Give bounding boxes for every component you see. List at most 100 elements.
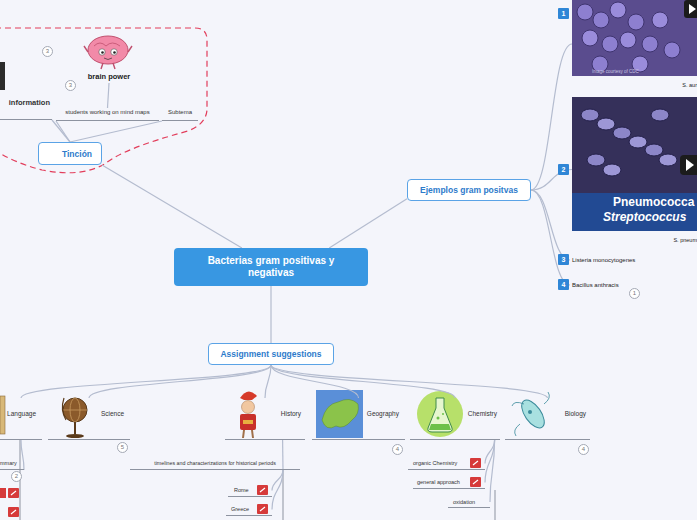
pneumococcus-image [572, 97, 697, 231]
bacteria-image [602, 36, 618, 52]
topic-text: Subtema [168, 109, 192, 115]
pneumococcus-image [572, 193, 697, 231]
pneumococcus-image [613, 127, 631, 139]
topic-text: Language [7, 410, 36, 417]
bacteria-image [652, 12, 668, 28]
bacterium-icon [517, 396, 548, 431]
pneumococcus-image [651, 109, 669, 121]
bacteria-image [689, 4, 696, 14]
roman-icon [243, 430, 253, 438]
book-icon [0, 396, 5, 434]
topic-text: timelines and characterizations for hist… [154, 460, 276, 466]
topic-text: History [281, 410, 301, 417]
pneumococcus-image [581, 109, 599, 121]
subtopic: Subtema [162, 108, 198, 121]
topic-text: S. aur [682, 82, 697, 88]
topic-text: Biology [565, 410, 586, 417]
main-topic: Ejemplos gram positvas [407, 179, 531, 201]
topic-text: general approach [417, 479, 460, 485]
bacteria-image [577, 4, 593, 20]
central-topic: Bacterias gram positivas y negativas [174, 248, 368, 286]
subject-topic: Language [0, 398, 42, 440]
image-text: Pneumococca [613, 195, 697, 209]
bacteria-image [610, 2, 626, 18]
subtopic: organic Chemistry [408, 457, 485, 470]
callout-number: 3 [558, 254, 569, 265]
branch-connector [271, 365, 455, 398]
pneumococcus-image [686, 159, 694, 171]
brain-icon [84, 36, 132, 69]
subtopic: oxidation [448, 496, 490, 508]
brain-icon [84, 46, 132, 69]
branch-connector [89, 365, 271, 398]
book-icon [0, 396, 5, 434]
bacterium-icon [512, 392, 549, 436]
image-text: Streptococcus [603, 210, 697, 224]
subtopic: information [0, 98, 52, 120]
tablet-icon [0, 62, 5, 90]
bacteria-image [572, 0, 697, 76]
branch-connector [108, 83, 110, 108]
topic-text: Ejemplos gram positvas [420, 185, 518, 195]
branch-connector [531, 190, 570, 285]
topic-text: mmary [0, 460, 17, 466]
collapse-count: 1 [629, 288, 640, 299]
brain-icon [88, 36, 128, 64]
subtopic: timelines and characterizations for hist… [130, 456, 300, 470]
branch-connector [265, 365, 271, 398]
brain-icon [111, 49, 117, 55]
collapse-count: 3 [65, 80, 76, 91]
subtopic: students working on mind maps [56, 108, 159, 121]
pneumococcus-image [659, 154, 677, 166]
topic-text: S. pneum [673, 237, 697, 243]
branch-connector [56, 121, 70, 142]
topic-text: Science [101, 410, 124, 417]
branch-connector [52, 120, 70, 142]
subtopic: general approach [413, 476, 485, 489]
pneumococcus-image [597, 118, 615, 130]
branch-connector [272, 470, 283, 510]
bacteria-image [642, 36, 658, 52]
topic-text: Bacterias gram positivas y negativas [188, 255, 354, 279]
flask-icon [442, 413, 444, 415]
subject-topic: Biology [505, 398, 590, 440]
callout-number: 1 [558, 8, 569, 19]
pneumococcus-image [645, 144, 663, 156]
subtopic: mmary [0, 457, 24, 470]
subject-topic: History [225, 398, 305, 440]
image-topic: S. aur [572, 0, 697, 88]
globe-icon [63, 398, 87, 422]
topic-text: Listeria monocytogenes [572, 257, 635, 263]
globe-icon [63, 410, 87, 411]
pneumococcus-image [680, 155, 697, 175]
topic-text: Rome [234, 487, 249, 493]
roman-icon [242, 401, 255, 414]
branch-connector [329, 199, 407, 248]
main-topic: Assignment suggestions [208, 343, 334, 365]
pneumococcus-image [629, 136, 647, 148]
topic-text: Bacillus anthracis [572, 282, 619, 288]
topic-text: information [9, 98, 50, 107]
flask-icon [429, 424, 451, 430]
bacterium-icon [512, 392, 549, 436]
collapse-count: 3 [42, 46, 53, 57]
topic-text: students working on mind maps [65, 109, 149, 115]
branch-connector [21, 365, 271, 398]
bacteria-image [572, 0, 697, 76]
topic-text: Tinción [62, 149, 92, 159]
attachment-icon [0, 458, 481, 517]
globe-icon [74, 422, 76, 434]
topic-text: Assignment suggestions [220, 349, 321, 359]
topic-text: oxidation [453, 499, 475, 505]
callout-number: 4 [558, 279, 569, 290]
branch-connector [271, 365, 359, 398]
branch-connector [21, 440, 24, 470]
branch-connector [282, 440, 284, 470]
branch-connector [70, 121, 162, 142]
bacteria-image [582, 30, 598, 46]
branch-line [20, 440, 495, 520]
collapse-count: 4 [392, 444, 403, 455]
pneumococcus-image [603, 164, 621, 176]
branch-connector [531, 190, 570, 260]
brain-icon [104, 58, 112, 60]
